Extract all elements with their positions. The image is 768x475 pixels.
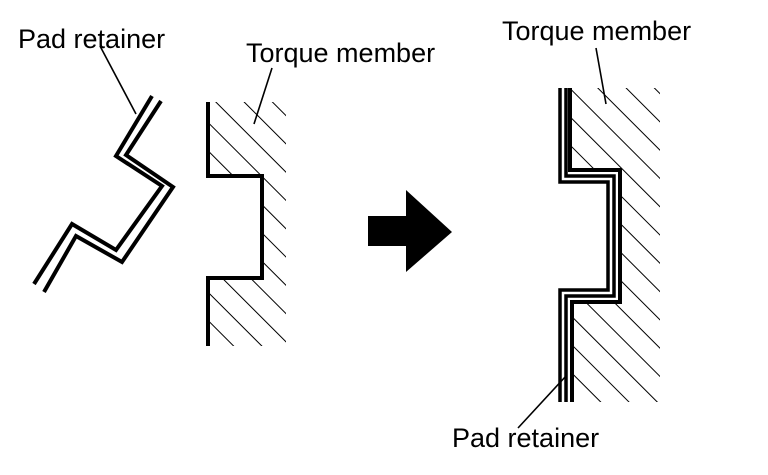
torque-member-left — [206, 102, 286, 346]
leader-torque-left — [253, 67, 273, 125]
leader-pad-retainer-right — [517, 375, 567, 429]
pad-retainer-left — [32, 94, 176, 293]
arrow-right-icon — [368, 190, 452, 272]
leader-pad-retainer-left — [99, 45, 137, 115]
label-pad-retainer-after: Pad retainer — [452, 423, 600, 453]
leader-lines — [99, 45, 607, 429]
label-torque-member-after: Torque member — [502, 16, 692, 46]
pad-retainer-right — [558, 88, 616, 402]
label-torque-member-before: Torque member — [246, 38, 436, 68]
label-pad-retainer-before: Pad retainer — [18, 24, 166, 54]
